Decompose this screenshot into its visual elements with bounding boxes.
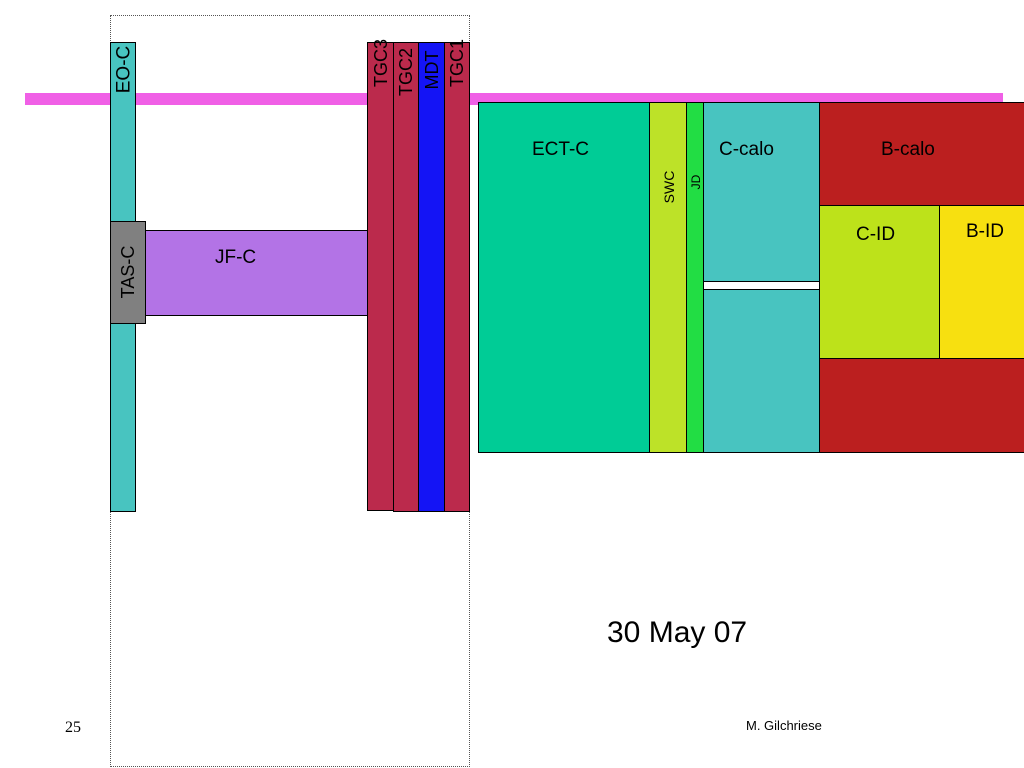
b-calo-bottom-block xyxy=(819,358,1024,453)
b-calo-label: B-calo xyxy=(881,139,935,160)
tgc1-bar: TGC1 xyxy=(444,39,470,512)
slide-date: 30 May 07 xyxy=(607,616,748,649)
mdt-bar: MDT xyxy=(418,42,445,512)
tas-c-block: TAS-C xyxy=(110,221,146,324)
c-calo-lower-block xyxy=(703,289,820,453)
c-calo-upper-block: C-calo xyxy=(703,102,820,282)
page-number: 25 xyxy=(65,719,81,736)
jf-c-label: JF-C xyxy=(215,247,257,268)
author-name: M. Gilchriese xyxy=(746,718,822,733)
jf-c-block: JF-C xyxy=(144,230,368,316)
b-id-block: B-ID xyxy=(939,205,1024,359)
swc-label: SWC xyxy=(661,170,677,204)
mdt-label: MDT xyxy=(422,50,442,90)
tas-c-label: TAS-C xyxy=(118,245,138,299)
tgc3-bar: TGC3 xyxy=(367,39,394,511)
tgc2-bar: TGC2 xyxy=(393,42,419,512)
ect-c-block: ECT-C xyxy=(478,102,650,453)
tgc3-label: TGC3 xyxy=(371,39,391,88)
jd-block: JD xyxy=(686,102,704,453)
ect-c-label: ECT-C xyxy=(532,139,589,160)
tgc1-label: TGC1 xyxy=(447,39,467,88)
b-calo-top-block: B-calo xyxy=(819,102,1024,206)
c-id-block: C-ID xyxy=(819,205,940,359)
c-calo-label: C-calo xyxy=(719,139,774,160)
eo-c-label: EO-C xyxy=(113,45,135,94)
c-id-label: C-ID xyxy=(856,224,896,245)
jd-label: JD xyxy=(689,174,703,190)
b-id-label: B-ID xyxy=(966,221,1004,242)
tgc2-label: TGC2 xyxy=(396,48,416,97)
swc-block: SWC xyxy=(649,102,687,453)
